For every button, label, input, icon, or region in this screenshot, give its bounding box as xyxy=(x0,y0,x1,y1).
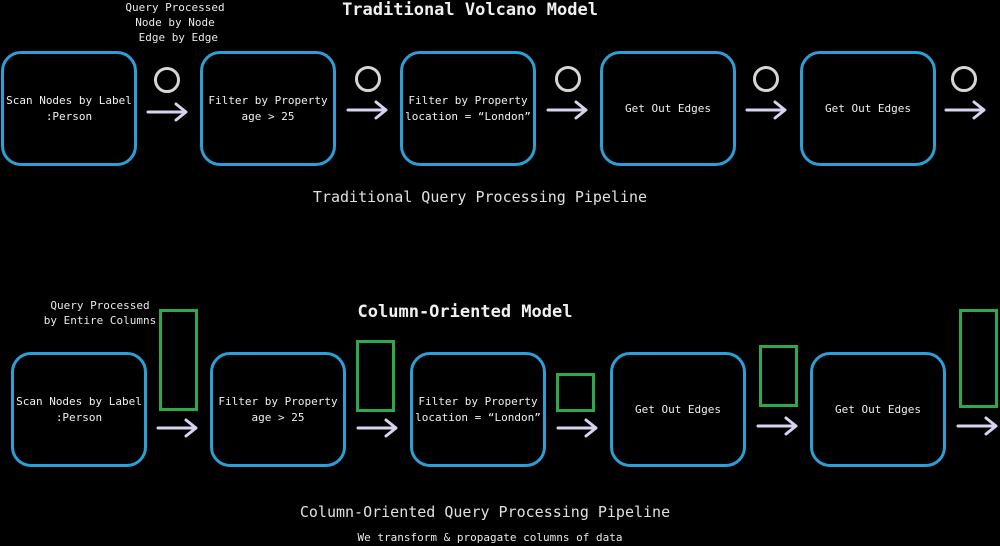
node-label: Get Out Edges xyxy=(624,101,712,115)
circle-icon xyxy=(355,66,381,92)
node-sublabel: age > 25 xyxy=(251,410,305,424)
columnar-model-title: Column-Oriented Model xyxy=(357,302,573,322)
traditional-node-get-out-edges-1: Get Out Edges xyxy=(600,51,736,166)
columnar-node-scan: Scan Nodes by Label :Person xyxy=(11,352,147,467)
node-sublabel: location = “London” xyxy=(415,410,541,424)
traditional-node-filter-location: Filter by Property location = “London” xyxy=(400,51,536,166)
arrow-right-icon xyxy=(944,100,986,120)
traditional-model-title: Traditional Volcano Model xyxy=(342,0,598,20)
column-block-icon xyxy=(556,373,595,412)
arrow-right-icon xyxy=(745,100,787,120)
node-sublabel: :Person xyxy=(45,109,93,123)
arrow-right-icon xyxy=(346,100,388,120)
columnar-node-get-out-edges-2: Get Out Edges xyxy=(810,352,946,467)
node-label: Get Out Edges xyxy=(824,101,912,115)
traditional-node-get-out-edges-2: Get Out Edges xyxy=(800,51,936,166)
circle-icon xyxy=(753,66,779,92)
arrow-right-icon xyxy=(756,416,798,436)
node-sublabel: location = “London” xyxy=(405,109,531,123)
arrow-right-icon xyxy=(156,418,198,438)
column-block-icon xyxy=(759,345,798,407)
arrow-right-icon xyxy=(956,416,998,436)
circle-icon xyxy=(555,66,581,92)
node-label: Get Out Edges xyxy=(834,402,922,416)
columnar-subcaption: We transform & propagate columns of data xyxy=(357,531,623,544)
traditional-note: Query Processed Node by Node Edge by Edg… xyxy=(125,1,225,44)
node-label: Filter by Property xyxy=(408,93,528,107)
column-block-icon xyxy=(159,309,198,411)
node-label: Filter by Property xyxy=(218,394,338,408)
arrow-right-icon xyxy=(546,100,588,120)
columnar-node-filter-age: Filter by Property age > 25 xyxy=(210,352,346,467)
traditional-node-scan: Scan Nodes by Label :Person xyxy=(1,51,137,166)
columnar-note: Query Processed by Entire Columns xyxy=(43,299,157,327)
node-label: Scan Nodes by Label xyxy=(6,93,132,107)
arrow-right-icon xyxy=(556,418,598,438)
circle-icon xyxy=(951,66,977,92)
column-block-icon xyxy=(356,340,395,412)
column-block-icon xyxy=(959,309,998,408)
node-label: Scan Nodes by Label xyxy=(16,394,142,408)
columnar-node-filter-location: Filter by Property location = “London” xyxy=(410,352,546,467)
traditional-node-filter-age: Filter by Property age > 25 xyxy=(200,51,336,166)
columnar-node-get-out-edges-1: Get Out Edges xyxy=(610,352,746,467)
arrow-right-icon xyxy=(146,102,188,122)
columnar-pipeline-caption: Column-Oriented Query Processing Pipelin… xyxy=(299,503,671,521)
node-sublabel: :Person xyxy=(55,410,103,424)
node-label: Filter by Property xyxy=(418,394,538,408)
node-sublabel: age > 25 xyxy=(241,109,295,123)
node-label: Get Out Edges xyxy=(634,402,722,416)
arrow-right-icon xyxy=(356,418,398,438)
traditional-pipeline-caption: Traditional Query Processing Pipeline xyxy=(312,188,648,206)
node-label: Filter by Property xyxy=(208,93,328,107)
circle-icon xyxy=(154,67,180,93)
